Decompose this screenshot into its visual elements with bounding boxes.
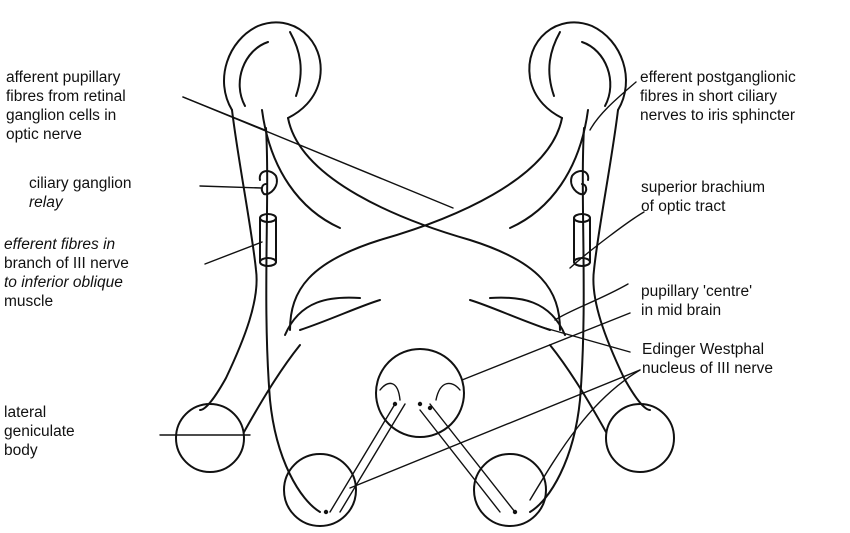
label-afferent-pupillary-fibres: afferent pupillary fibres from retinal g…	[6, 69, 126, 143]
left-eyeball	[223, 21, 322, 119]
label-ciliary-ganglion: ciliary ganglion relay	[29, 175, 132, 211]
label-pupillary-centre: pupillary 'centre' in mid brain	[641, 283, 753, 319]
lateral-geniculate-bodies	[175, 344, 675, 473]
leader-lines	[159, 81, 645, 501]
inferior-oblique-branches	[259, 213, 591, 267]
label-edinger-westphal: Edinger Westphal nucleus of III nerve	[642, 341, 773, 377]
label-efferent-fibres: efferent fibres in branch of III nerve t…	[4, 236, 129, 310]
label-superior-brachium: superior brachium of optic tract	[641, 179, 766, 215]
neuron-connections	[323, 382, 518, 515]
label-efferent-postganglionic: efferent postganglionic fibres in short …	[640, 69, 796, 124]
midbrain-nuclei	[283, 348, 547, 527]
label-lateral-geniculate-body: lateral geniculate body	[4, 404, 75, 459]
ciliary-ganglia	[258, 170, 590, 196]
right-eyeball	[528, 21, 627, 119]
efferent-nerves	[265, 127, 585, 513]
